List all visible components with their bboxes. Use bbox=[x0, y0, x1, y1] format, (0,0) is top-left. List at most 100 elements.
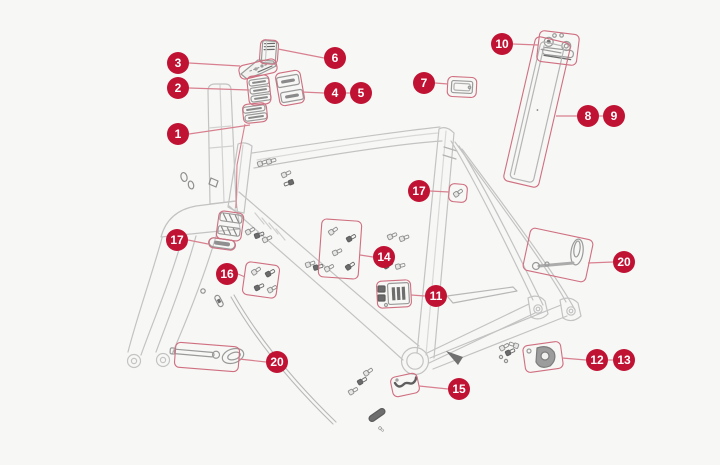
badge-circle-4 bbox=[324, 82, 346, 104]
leader-line-20b bbox=[238, 358, 267, 363]
part-box-single-bolt[interactable] bbox=[448, 183, 468, 203]
badge-13[interactable]: 13 bbox=[613, 349, 635, 371]
badge-14[interactable]: 14 bbox=[373, 246, 395, 268]
part-box-seatpost[interactable] bbox=[503, 36, 571, 188]
badge-label-6: 6 bbox=[332, 51, 339, 65]
badge-label-20b: 20 bbox=[270, 355, 284, 369]
badge-label-2: 2 bbox=[175, 81, 182, 95]
single-bolt-drawing bbox=[452, 187, 465, 199]
badge-20b[interactable]: 20 bbox=[266, 351, 288, 373]
badge-circle-7 bbox=[413, 72, 435, 94]
badge-12[interactable]: 12 bbox=[586, 349, 608, 371]
badge-label-17a: 17 bbox=[170, 233, 184, 247]
part-box-rear-quick-release[interactable] bbox=[522, 227, 594, 283]
leader-line-7 bbox=[434, 82, 449, 85]
badge-circle-12 bbox=[586, 349, 608, 371]
badge-label-1: 1 bbox=[175, 127, 182, 141]
part-box-steerer-topcap[interactable] bbox=[258, 39, 280, 65]
badge-3[interactable]: 3 bbox=[167, 52, 189, 74]
spacers-lower-drawing bbox=[242, 104, 268, 122]
leader-line-17a bbox=[187, 239, 209, 245]
clamp-plates-drawing bbox=[276, 73, 304, 104]
spacers-upper-drawing bbox=[248, 77, 272, 103]
leader-line-20a bbox=[587, 261, 614, 264]
badge-label-10: 10 bbox=[495, 37, 509, 51]
badge-circle-13 bbox=[613, 349, 635, 371]
part-box-mount-plate[interactable] bbox=[376, 279, 412, 309]
badge-6[interactable]: 6 bbox=[324, 47, 346, 69]
rear-quick-release-drawing bbox=[531, 238, 584, 271]
part-box-small-plate[interactable] bbox=[446, 75, 478, 99]
badge-2[interactable]: 2 bbox=[167, 77, 189, 99]
leader-line-15 bbox=[418, 385, 449, 390]
part-box-clamp-shim[interactable] bbox=[208, 237, 236, 251]
leader-line-4 bbox=[301, 91, 325, 94]
leader-line-6 bbox=[277, 48, 325, 59]
leader-line-12 bbox=[561, 357, 587, 361]
leader-line-16 bbox=[237, 273, 246, 278]
part-box-front-quick-release[interactable] bbox=[173, 341, 241, 373]
badge-9[interactable]: 9 bbox=[603, 105, 625, 127]
bolt-kit-large-drawing bbox=[323, 225, 358, 273]
front-quick-release-drawing bbox=[169, 347, 245, 365]
part-box-bolt-kit-small[interactable] bbox=[241, 261, 281, 299]
headset-bearings-drawing bbox=[217, 212, 243, 237]
bolt-kit-small-drawing bbox=[250, 265, 279, 294]
badge-circle-16 bbox=[216, 263, 238, 285]
connector-spacers-to-headset bbox=[235, 123, 246, 209]
part-box-spacers-lower[interactable] bbox=[242, 102, 268, 124]
badge-circle-8 bbox=[577, 105, 599, 127]
badge-label-15: 15 bbox=[452, 382, 466, 396]
leader-line-10 bbox=[512, 43, 539, 46]
badge-circle-20b bbox=[266, 351, 288, 373]
leader-line-14 bbox=[359, 254, 374, 258]
badge-label-3: 3 bbox=[175, 56, 182, 70]
part-box-cable-guide[interactable] bbox=[390, 372, 421, 398]
badge-10[interactable]: 10 bbox=[491, 33, 513, 55]
badge-label-20a: 20 bbox=[617, 255, 631, 269]
badge-15[interactable]: 15 bbox=[448, 378, 470, 400]
leader-line-17b bbox=[429, 190, 450, 193]
cable-guide-drawing bbox=[393, 376, 418, 388]
badge-label-17b: 17 bbox=[412, 184, 426, 198]
loose-hardware bbox=[180, 156, 520, 433]
mount-plate-drawing bbox=[377, 281, 411, 308]
part-box-derailleur-hanger[interactable] bbox=[522, 341, 564, 373]
badge-16[interactable]: 16 bbox=[216, 263, 238, 285]
badge-label-7: 7 bbox=[421, 76, 428, 90]
frame-drawing bbox=[227, 126, 582, 376]
part-box-bolt-kit-large[interactable] bbox=[317, 218, 363, 280]
badge-17b[interactable]: 17 bbox=[408, 180, 430, 202]
badge-circle-3 bbox=[167, 52, 189, 74]
badge-circle-1 bbox=[167, 123, 189, 145]
badge-label-16: 16 bbox=[220, 267, 234, 281]
badge-4[interactable]: 4 bbox=[324, 82, 346, 104]
badge-11[interactable]: 11 bbox=[425, 285, 447, 307]
badge-label-13: 13 bbox=[617, 353, 631, 367]
badge-5[interactable]: 5 bbox=[350, 82, 372, 104]
seatpost-drawing bbox=[509, 41, 565, 183]
badge-label-4: 4 bbox=[332, 86, 339, 100]
badge-17a[interactable]: 17 bbox=[166, 229, 188, 251]
badge-label-12: 12 bbox=[590, 353, 604, 367]
badge-circle-9 bbox=[603, 105, 625, 127]
derailleur-hanger-drawing bbox=[526, 346, 556, 368]
badge-circle-2 bbox=[167, 77, 189, 99]
badge-1[interactable]: 1 bbox=[167, 123, 189, 145]
leader-line-11 bbox=[410, 294, 426, 297]
badge-8[interactable]: 8 bbox=[577, 105, 599, 127]
badge-label-11: 11 bbox=[430, 289, 443, 303]
badge-circle-15 bbox=[448, 378, 470, 400]
badge-circle-17a bbox=[166, 229, 188, 251]
badge-circle-10 bbox=[491, 33, 513, 55]
badge-20a[interactable]: 20 bbox=[613, 251, 635, 273]
part-box-saddle-clamp[interactable] bbox=[536, 30, 580, 66]
part-box-spacers-upper[interactable] bbox=[246, 74, 272, 106]
badge-7[interactable]: 7 bbox=[413, 72, 435, 94]
badge-label-5: 5 bbox=[358, 86, 365, 100]
part-box-clamp-plates[interactable] bbox=[275, 69, 305, 107]
leader-line-1 bbox=[188, 124, 251, 135]
